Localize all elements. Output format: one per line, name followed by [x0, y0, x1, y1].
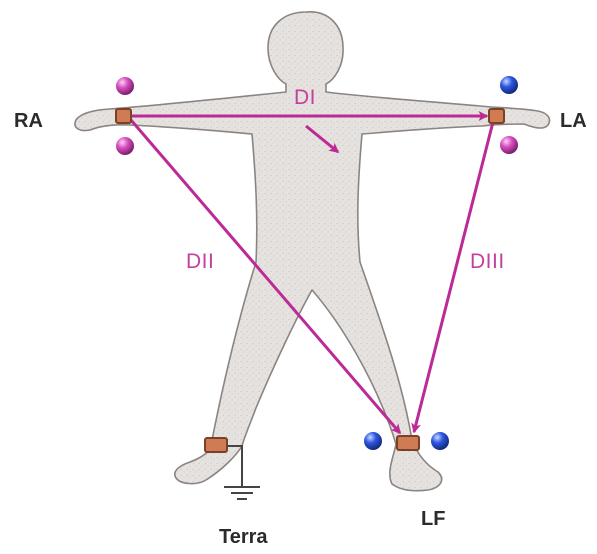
lead-3-label: DIII — [470, 250, 505, 273]
left-foot-label: LF — [421, 508, 445, 530]
right-arm-label: RA — [14, 110, 43, 132]
magenta-sphere-icon — [500, 136, 518, 154]
lead-2-label: DII — [186, 250, 214, 273]
blue-sphere-icon — [431, 432, 449, 450]
blue-sphere-icon — [364, 432, 382, 450]
left-arm-label: LA — [560, 110, 587, 132]
right-foot-electrode — [205, 438, 227, 452]
lead-1-label: DI — [294, 86, 316, 109]
right-arm-electrode — [116, 109, 131, 123]
magenta-sphere-icon — [116, 137, 134, 155]
lead-3-arrow — [414, 122, 493, 432]
left-arm-electrode — [489, 109, 504, 123]
ground-label: Terra — [219, 526, 268, 548]
left-foot-electrode — [397, 436, 419, 450]
blue-sphere-icon — [500, 76, 518, 94]
magenta-sphere-icon — [116, 77, 134, 95]
